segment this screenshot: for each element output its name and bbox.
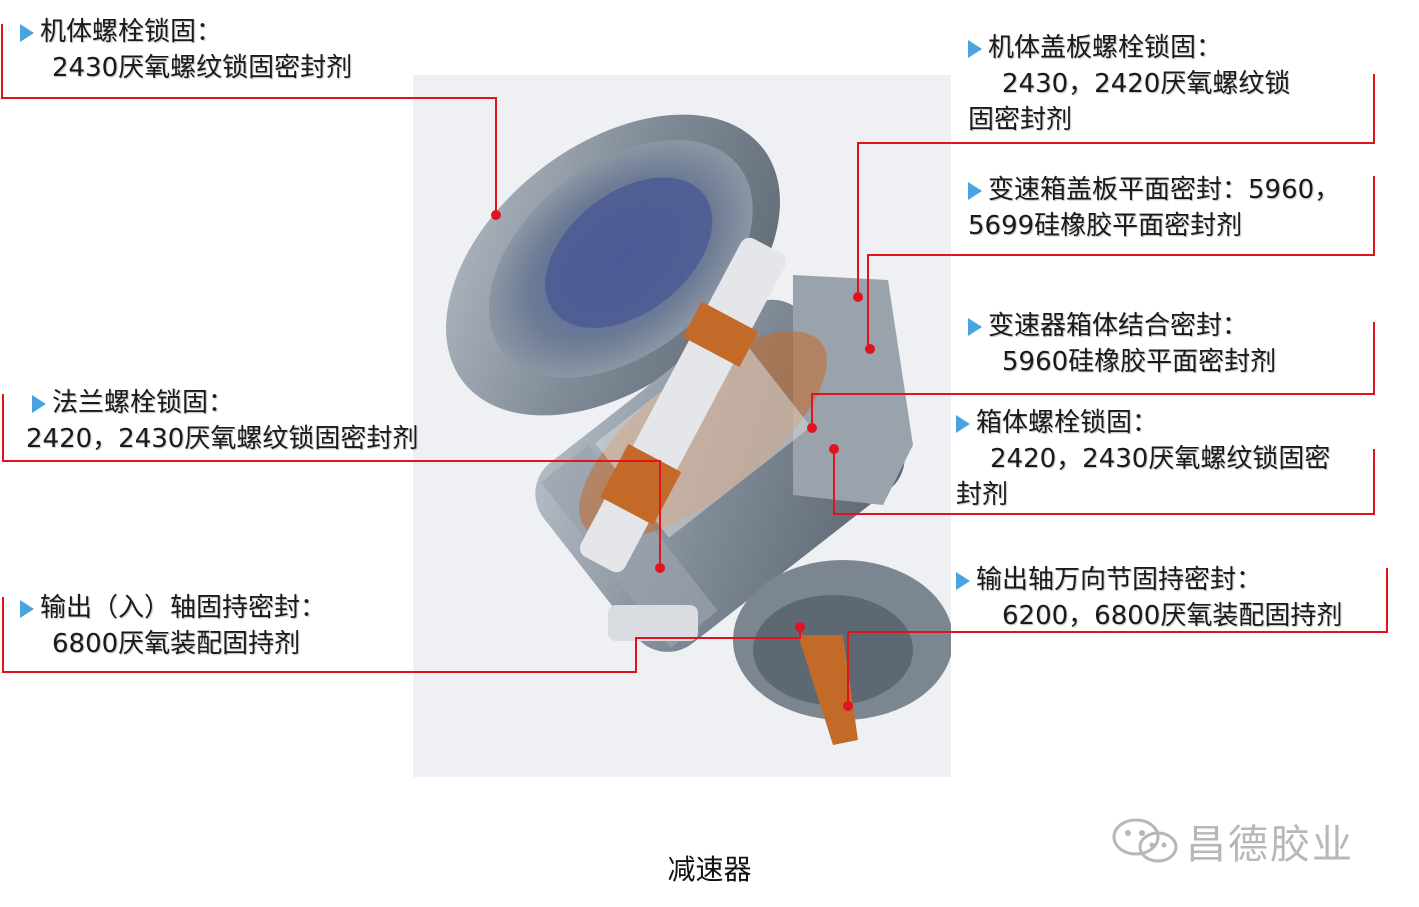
label-title: 机体盖板螺栓锁固：: [988, 33, 1223, 63]
label-io-shaft-retain: 输出（入）轴固持密封： 6800厌氧装配固持剂: [20, 590, 326, 662]
blue-arrow-bullet-icon: [20, 24, 34, 42]
blue-arrow-bullet-icon: [968, 40, 982, 58]
wechat-icon: [1112, 818, 1178, 863]
blue-arrow-bullet-icon: [968, 182, 982, 200]
label-gearbox-cover-seal: 变速箱盖板平面密封：5960， 5699硅橡胶平面密封剂: [968, 172, 1340, 244]
label-line: 2420，2430厌氧螺纹锁固密: [990, 444, 1331, 474]
label-line: 5699硅橡胶平面密封剂: [968, 211, 1243, 241]
reducer-illustration: [413, 75, 951, 777]
label-title: 法兰螺栓锁固：: [52, 388, 235, 418]
label-line: 6800厌氧装配固持剂: [52, 629, 301, 659]
label-cover-bolt-lock: 机体盖板螺栓锁固： 2430，2420厌氧螺纹锁 固密封剂: [968, 30, 1290, 138]
label-line: 固密封剂: [968, 105, 1073, 135]
figure-caption: 减速器: [667, 853, 752, 886]
label-title: 输出（入）轴固持密封：: [40, 593, 327, 623]
label-title: 变速器箱体结合密封：: [988, 311, 1249, 341]
label-line: 2420，2430厌氧螺纹锁固密封剂: [26, 424, 419, 454]
label-case-bolt-lock: 箱体螺栓锁固： 2420，2430厌氧螺纹锁固密 封剂: [956, 405, 1330, 513]
label-output-ujoint-retain: 输出轴万向节固持密封： 6200，6800厌氧装配固持剂: [956, 562, 1342, 634]
blue-arrow-bullet-icon: [956, 572, 970, 590]
label-gearbox-joint-seal: 变速器箱体结合密封： 5960硅橡胶平面密封剂: [968, 308, 1276, 380]
label-title: 变速箱盖板平面密封：5960，: [988, 175, 1341, 205]
blue-arrow-bullet-icon: [20, 600, 34, 618]
blue-arrow-bullet-icon: [956, 415, 970, 433]
label-line: 2430厌氧螺纹锁固密封剂: [52, 53, 353, 83]
label-title: 箱体螺栓锁固：: [976, 408, 1159, 438]
watermark-text: 昌德胶业: [1186, 822, 1354, 868]
label-title: 机体螺栓锁固：: [40, 17, 223, 47]
watermark: 昌德胶业: [1110, 812, 1354, 870]
label-line: 2430，2420厌氧螺纹锁: [1002, 69, 1291, 99]
label-line: 6200，6800厌氧装配固持剂: [1002, 601, 1343, 631]
label-flange-bolt-lock: 法兰螺栓锁固： 2420，2430厌氧螺纹锁固密封剂: [26, 385, 418, 457]
label-body-bolt-lock: 机体螺栓锁固： 2430厌氧螺纹锁固密封剂: [20, 14, 352, 86]
label-line: 封剂: [956, 480, 1009, 510]
label-line: 5960硅橡胶平面密封剂: [1002, 347, 1277, 377]
blue-arrow-bullet-icon: [968, 318, 982, 336]
label-title: 输出轴万向节固持密封：: [976, 565, 1263, 595]
blue-arrow-bullet-icon: [32, 395, 46, 413]
